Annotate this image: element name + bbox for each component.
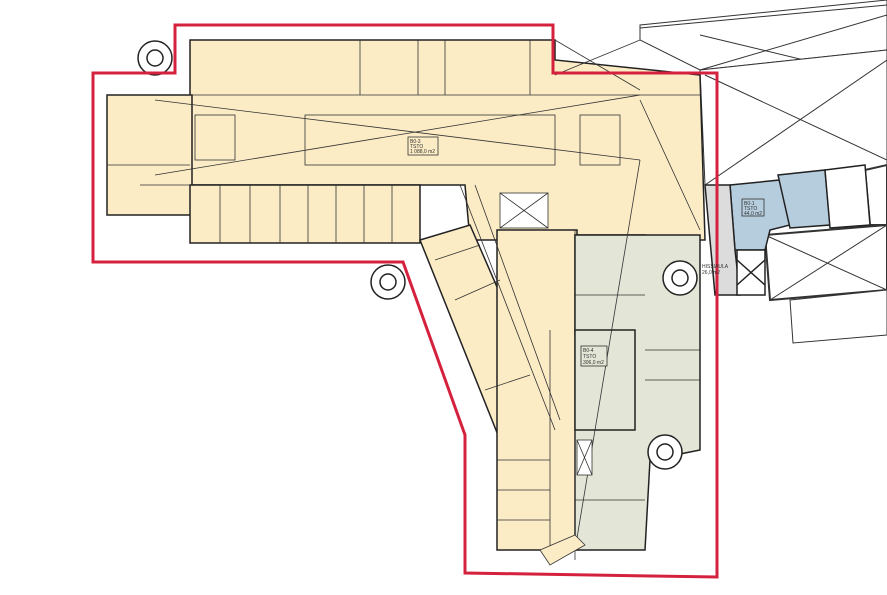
room-area: 44,0 m2 [744, 211, 762, 217]
room-area: 1 088,0 m2 [410, 149, 435, 155]
adjacent-building [639, 0, 887, 344]
room-type: TSTO [410, 144, 423, 150]
room-code: B0-1 [744, 201, 755, 207]
room-label-hissiaula: HISSIAULA 26,0 m2 [702, 264, 729, 276]
room-area: 26,0 m2 [702, 270, 720, 276]
room-label-b0-3: B0-3 TSTO 1 088,0 m2 [407, 136, 439, 156]
room-code: B0-3 [410, 139, 421, 145]
room-label-b0-1: B0-1 TSTO 44,0 m2 [741, 198, 765, 217]
room-code: HISSIAULA [702, 264, 729, 270]
room-code: B0-4 [583, 348, 594, 354]
north-wing [106, 39, 706, 551]
room-label-b0-4: B0-4 TSTO 306,0 m2 [580, 345, 608, 367]
boundary-outline [91, 23, 719, 579]
room-type: TSTO [744, 206, 757, 212]
blue-zone [704, 164, 871, 296]
room-type: TSTO [583, 354, 596, 360]
walls [107, 39, 701, 566]
room-area: 306,0 m2 [583, 360, 604, 366]
spiral-stairs [137, 40, 698, 470]
